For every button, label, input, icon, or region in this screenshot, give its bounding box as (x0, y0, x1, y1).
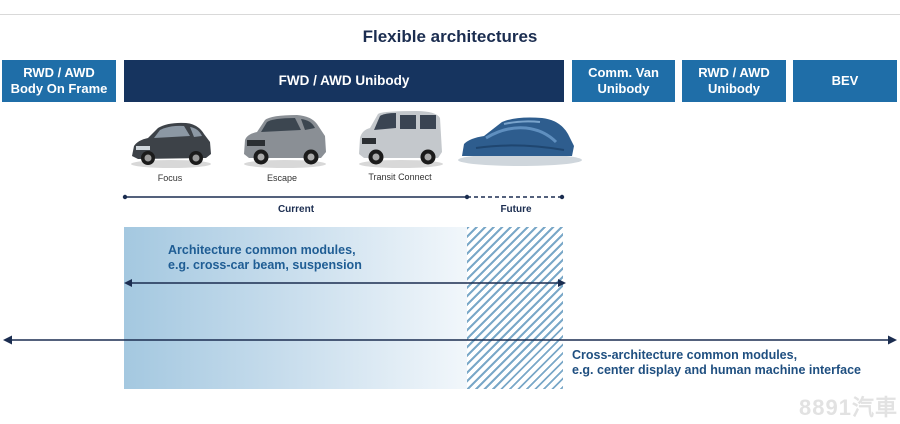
architecture-modules-line1: Architecture common modules, (168, 243, 356, 257)
cross-architecture-text: Cross-architecture common modules, e.g. … (572, 348, 861, 378)
top-divider (0, 14, 900, 15)
transit-connect-van-image (359, 111, 443, 168)
box-rwd-awd-unibody: RWD / AWD Unibody (682, 60, 786, 102)
cross-architecture-line2: e.g. center display and human machine in… (572, 363, 861, 377)
box-rwd-awd-body-on-frame: RWD / AWD Body On Frame (2, 60, 116, 102)
focus-car-image (131, 122, 211, 168)
cross-architecture-line1: Cross-architecture common modules, (572, 348, 798, 362)
architecture-modules-line2: e.g. cross-car beam, suspension (168, 258, 362, 272)
escape-suv-image (244, 115, 326, 168)
future-hatched-panel (467, 227, 563, 389)
car-label-transit-connect: Transit Connect (368, 172, 432, 182)
car-label-escape: Escape (266, 173, 298, 183)
architecture-modules-text: Architecture common modules, e.g. cross-… (168, 243, 362, 273)
car-label-focus: Focus (157, 173, 183, 183)
future-vehicle-covered-image (458, 117, 582, 166)
phase-future-label: Future (500, 204, 532, 215)
current-future-timeline (122, 194, 565, 200)
page-title: Flexible architectures (362, 27, 538, 46)
architecture-modules-arrow (124, 279, 566, 287)
box-comm-van-unibody: Comm. Van Unibody (572, 60, 675, 102)
box-bev: BEV (793, 60, 897, 102)
watermark-logo: 8891汽車 (799, 395, 898, 420)
phase-current-label: Current (277, 204, 315, 215)
box-fwd-awd-unibody: FWD / AWD Unibody (124, 60, 564, 102)
cross-architecture-arrow (3, 335, 897, 345)
architecture-modules-panel (124, 227, 468, 389)
